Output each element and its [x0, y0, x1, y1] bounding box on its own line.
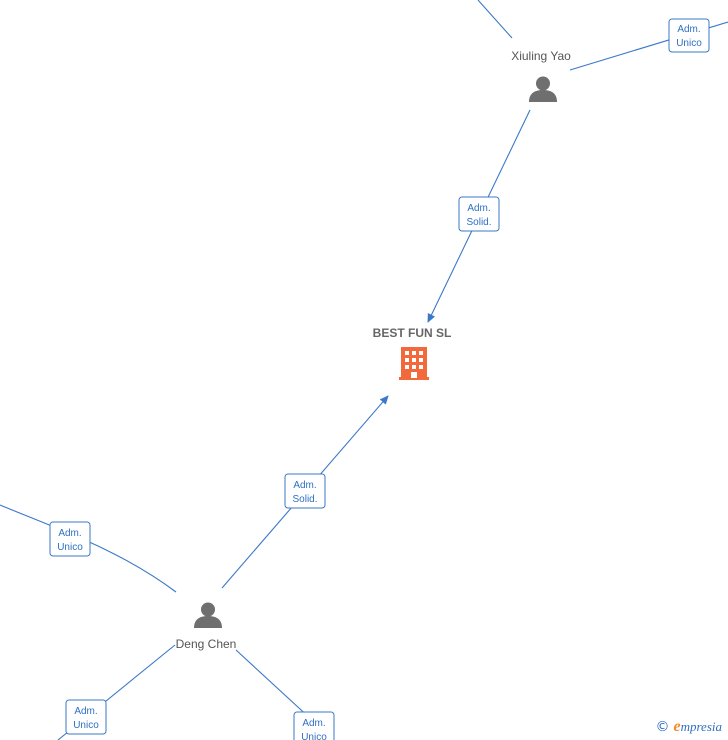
edge-label-line1: Adm. — [58, 528, 81, 539]
edge-label-line1: Adm. — [302, 718, 325, 729]
company-name: BEST FUN SL — [373, 326, 452, 340]
person-node-deng-chen[interactable]: Deng Chen — [176, 602, 237, 652]
edge-label-deng-left[interactable]: Adm. Unico — [49, 521, 91, 557]
edge-label-line2: Unico — [73, 720, 99, 731]
copyright-symbol: © — [655, 719, 670, 735]
brand-rest: mpresia — [680, 719, 722, 734]
building-icon — [399, 347, 429, 380]
empresia-watermark: © empresia — [655, 718, 722, 736]
person-icon — [529, 76, 557, 102]
edge-label-line2: Solid. — [292, 494, 317, 505]
edge-label-line1: Adm. — [467, 203, 490, 214]
person-name: Deng Chen — [176, 637, 237, 651]
person-node-xiuling-yao[interactable]: Xiuling Yao — [511, 49, 571, 102]
edge-label-line2: Solid. — [466, 217, 491, 228]
edge-deng-bottom-right — [235, 649, 313, 721]
edge-label-line1: Adm. — [293, 480, 316, 491]
brand-logo: empresia — [673, 718, 722, 736]
person-icon — [194, 602, 222, 628]
edge-label-xiuling-right[interactable]: Adm. Unico — [668, 18, 710, 53]
edge-label-line1: Adm. — [74, 706, 97, 717]
edge-label-line1: Adm. — [677, 24, 700, 35]
brand-first-letter: e — [673, 718, 681, 735]
company-node-best-fun[interactable]: BEST FUN SL — [373, 326, 452, 380]
edge-label-line2: Unico — [676, 38, 702, 49]
edge-label-line2: Unico — [301, 732, 327, 740]
edge-label-deng-bottom-left[interactable]: Adm. Unico — [65, 699, 107, 735]
edge-label-deng-bottom-right[interactable]: Adm. Unico — [293, 711, 335, 740]
edge-label-xiuling-company[interactable]: Adm. Solid. — [458, 196, 500, 232]
edge-xiuling-top — [477, 0, 513, 39]
edge-label-line2: Unico — [57, 542, 83, 553]
person-name: Xiuling Yao — [511, 49, 571, 63]
edge-label-deng-company[interactable]: Adm. Solid. — [284, 473, 326, 509]
